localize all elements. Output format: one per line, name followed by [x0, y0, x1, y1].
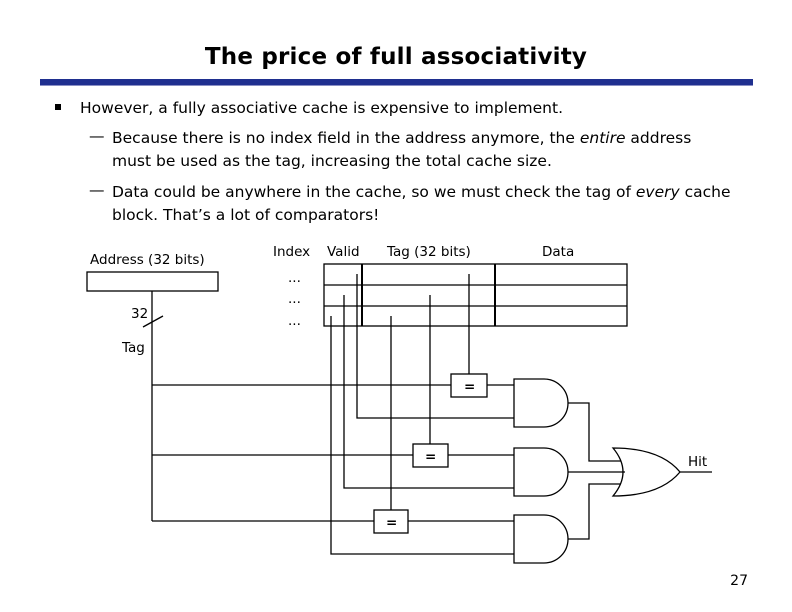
page-number: 27	[730, 573, 748, 589]
bullet-1: However, a fully associative cache is ex…	[80, 99, 564, 117]
column-data: Data	[542, 244, 574, 260]
valid-wire-2	[343, 295, 514, 489]
sub-bullet-2: Data could be anywhere in the cache, so …	[112, 181, 732, 227]
tag-label: Tag	[121, 340, 145, 356]
sub-bullet-1-emphasis: entire	[579, 129, 626, 147]
sub-bullet-2-text-b: cache block. That’s a lot of comparators…	[112, 183, 731, 224]
address-label: Address (32 bits)	[90, 252, 205, 268]
index-ellipsis-2: ...	[288, 291, 301, 307]
or-gate	[611, 447, 681, 497]
comparator-2-symbol: =	[425, 449, 436, 465]
index-ellipsis-1: ...	[288, 270, 301, 286]
sub-bullet-2-text-a: Data could be anywhere in the cache, so …	[112, 183, 636, 201]
sub-bullet-2-emphasis: every	[635, 183, 680, 201]
slide-title: The price of full associativity	[204, 44, 588, 70]
address-register	[86, 271, 219, 292]
sub-bullet-1: Because there is no index field in the a…	[112, 127, 732, 173]
hit-label: Hit	[688, 454, 707, 470]
and-gate-1	[513, 378, 569, 428]
sub-bullet-dash-1: —	[89, 127, 105, 145]
sub-bullet-1-text-b: address must be used as the tag, increas…	[112, 129, 692, 170]
sub-bullet-1-text-a: Because there is no index field in the a…	[112, 129, 580, 147]
valid-wire-3	[330, 316, 514, 555]
and-gate-2	[513, 447, 569, 497]
and-gate-3	[513, 514, 569, 564]
comparator-1-symbol: =	[464, 379, 475, 395]
index-ellipsis-3: ...	[288, 313, 301, 329]
comparator-3-symbol: =	[386, 515, 397, 531]
valid-wire-1	[356, 274, 514, 419]
sub-bullet-dash-2: —	[89, 181, 105, 199]
title-underline	[40, 79, 753, 86]
bullet-marker	[55, 104, 61, 110]
cache-table	[323, 263, 628, 327]
column-index: Index	[273, 244, 310, 260]
bus-width-slash	[142, 315, 164, 328]
column-valid: Valid	[327, 244, 360, 260]
bus-width-label: 32	[131, 306, 148, 322]
column-tag: Tag (32 bits)	[386, 244, 471, 260]
